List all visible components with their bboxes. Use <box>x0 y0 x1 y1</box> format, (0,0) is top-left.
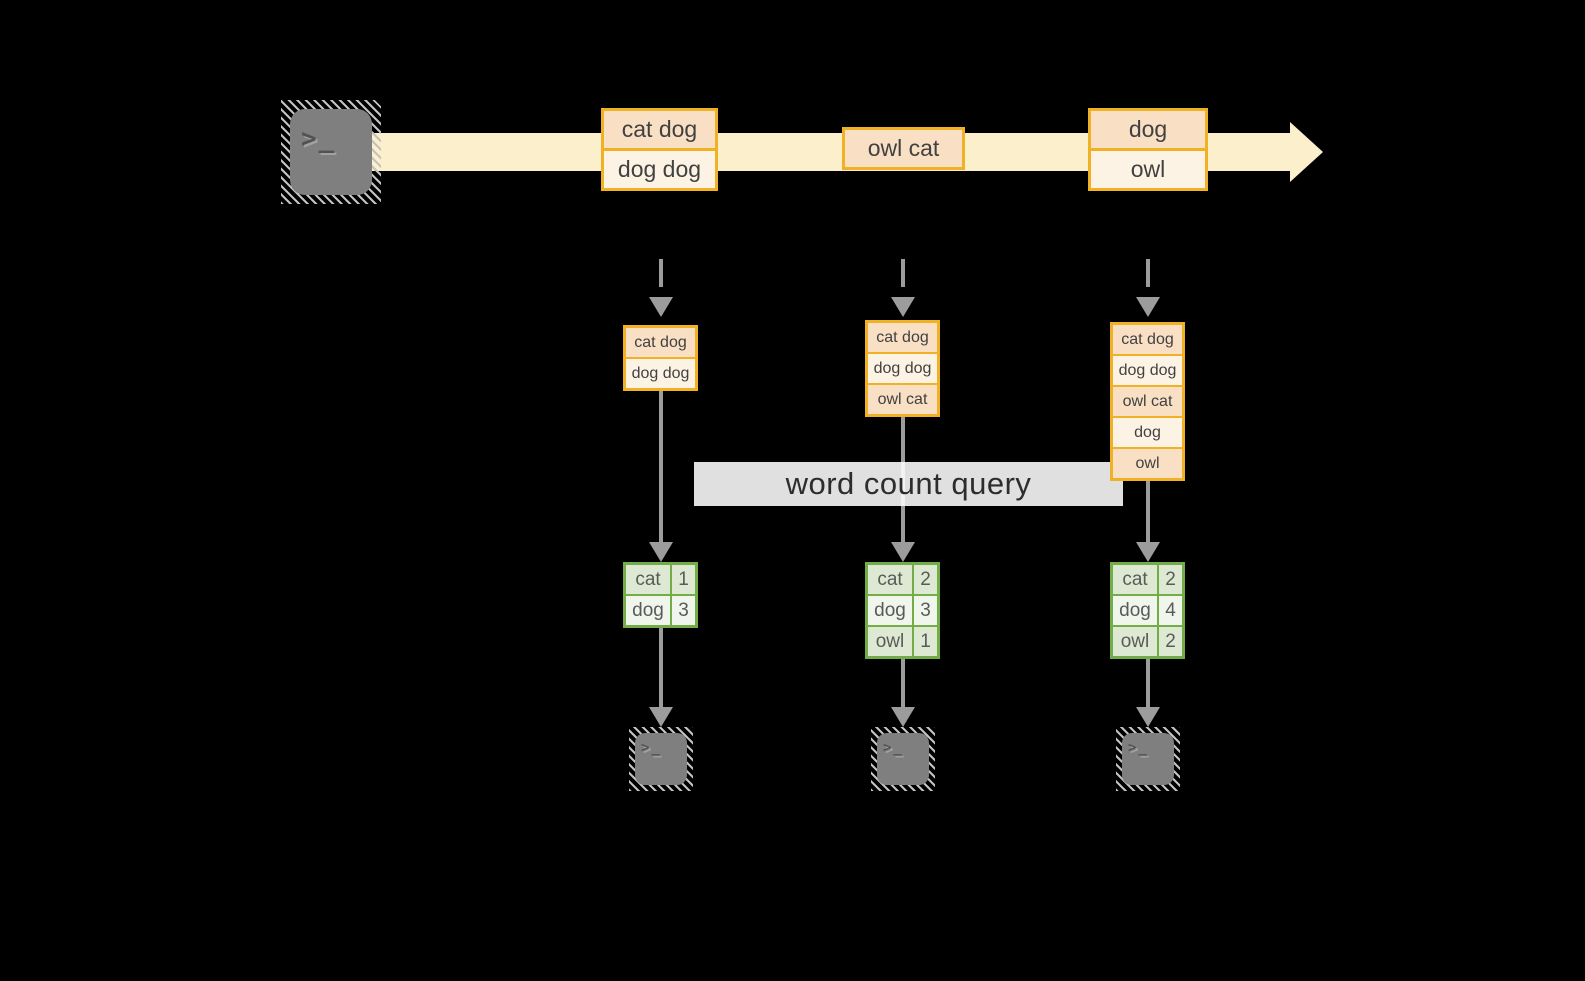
terminal-prompt-icon: >_ <box>1128 740 1149 756</box>
query-label: word count query <box>785 466 1032 501</box>
ingest-arrowhead-icon <box>891 297 915 317</box>
output-arrowhead-icon <box>891 707 915 727</box>
terminal-prompt-icon: >_ <box>883 740 904 756</box>
terminal-prompt-icon: >_ <box>641 740 662 756</box>
output-arrow-line <box>659 628 663 707</box>
record-row: dog dog <box>868 352 937 383</box>
terminal-icon: >_ <box>871 727 935 791</box>
stream-record-group: owl cat <box>842 127 965 170</box>
count-cell: 2 <box>912 565 937 594</box>
query-arrowhead-icon <box>891 542 915 562</box>
terminal-icon: >_ <box>281 100 381 204</box>
word-cell: owl <box>868 627 912 656</box>
output-arrowhead-icon <box>1136 707 1160 727</box>
record-row: owl cat <box>1113 385 1182 416</box>
ingest-arrow-dash <box>1146 259 1150 287</box>
word-cell: dog <box>1113 596 1157 625</box>
query-arrow-line <box>659 391 663 542</box>
word-cell: cat <box>626 565 670 594</box>
terminal-screen <box>877 733 929 785</box>
count-cell: 4 <box>1157 596 1182 625</box>
record-row: cat dog <box>1113 325 1182 354</box>
count-cell: 1 <box>912 627 937 656</box>
output-arrow-line <box>901 659 905 707</box>
query-label-box: word count query <box>694 462 1123 506</box>
record-row: dog <box>1113 416 1182 447</box>
terminal-screen <box>1122 733 1174 785</box>
word-cell: dog <box>868 596 912 625</box>
stream-arrowhead-icon <box>1290 122 1323 182</box>
record-row: owl cat <box>868 383 937 414</box>
word-cell: cat <box>1113 565 1157 594</box>
ingest-arrowhead-icon <box>649 297 673 317</box>
output-arrow-line <box>1146 659 1150 707</box>
record-row: dog dog <box>626 357 695 388</box>
word-cell: owl <box>1113 627 1157 656</box>
stream-record: owl <box>1091 148 1205 188</box>
count-cell: 2 <box>1157 627 1182 656</box>
count-cell: 3 <box>912 596 937 625</box>
terminal-prompt-icon: >_ <box>301 124 337 154</box>
terminal-screen <box>635 733 687 785</box>
output-arrowhead-icon <box>649 707 673 727</box>
terminal-icon: >_ <box>629 727 693 791</box>
count-cell: 2 <box>1157 565 1182 594</box>
count-cell: 1 <box>670 565 695 594</box>
count-cell: 3 <box>670 596 695 625</box>
record-row: cat dog <box>868 323 937 352</box>
record-row: dog dog <box>1113 354 1182 385</box>
stream-record: owl cat <box>845 130 962 167</box>
ingest-arrow-dash <box>901 259 905 287</box>
record-row: cat dog <box>626 328 695 357</box>
query-arrowhead-icon <box>649 542 673 562</box>
terminal-icon: >_ <box>1116 727 1180 791</box>
stream-record: dog dog <box>604 148 715 188</box>
word-cell: cat <box>868 565 912 594</box>
record-row: owl <box>1113 447 1182 478</box>
stream-record: cat dog <box>604 111 715 148</box>
word-cell: dog <box>626 596 670 625</box>
stream-record: dog <box>1091 111 1205 148</box>
ingest-arrow-dash <box>659 259 663 287</box>
ingest-arrowhead-icon <box>1136 297 1160 317</box>
terminal-screen <box>290 109 372 195</box>
query-arrowhead-icon <box>1136 542 1160 562</box>
query-arrow-line <box>1146 481 1150 542</box>
